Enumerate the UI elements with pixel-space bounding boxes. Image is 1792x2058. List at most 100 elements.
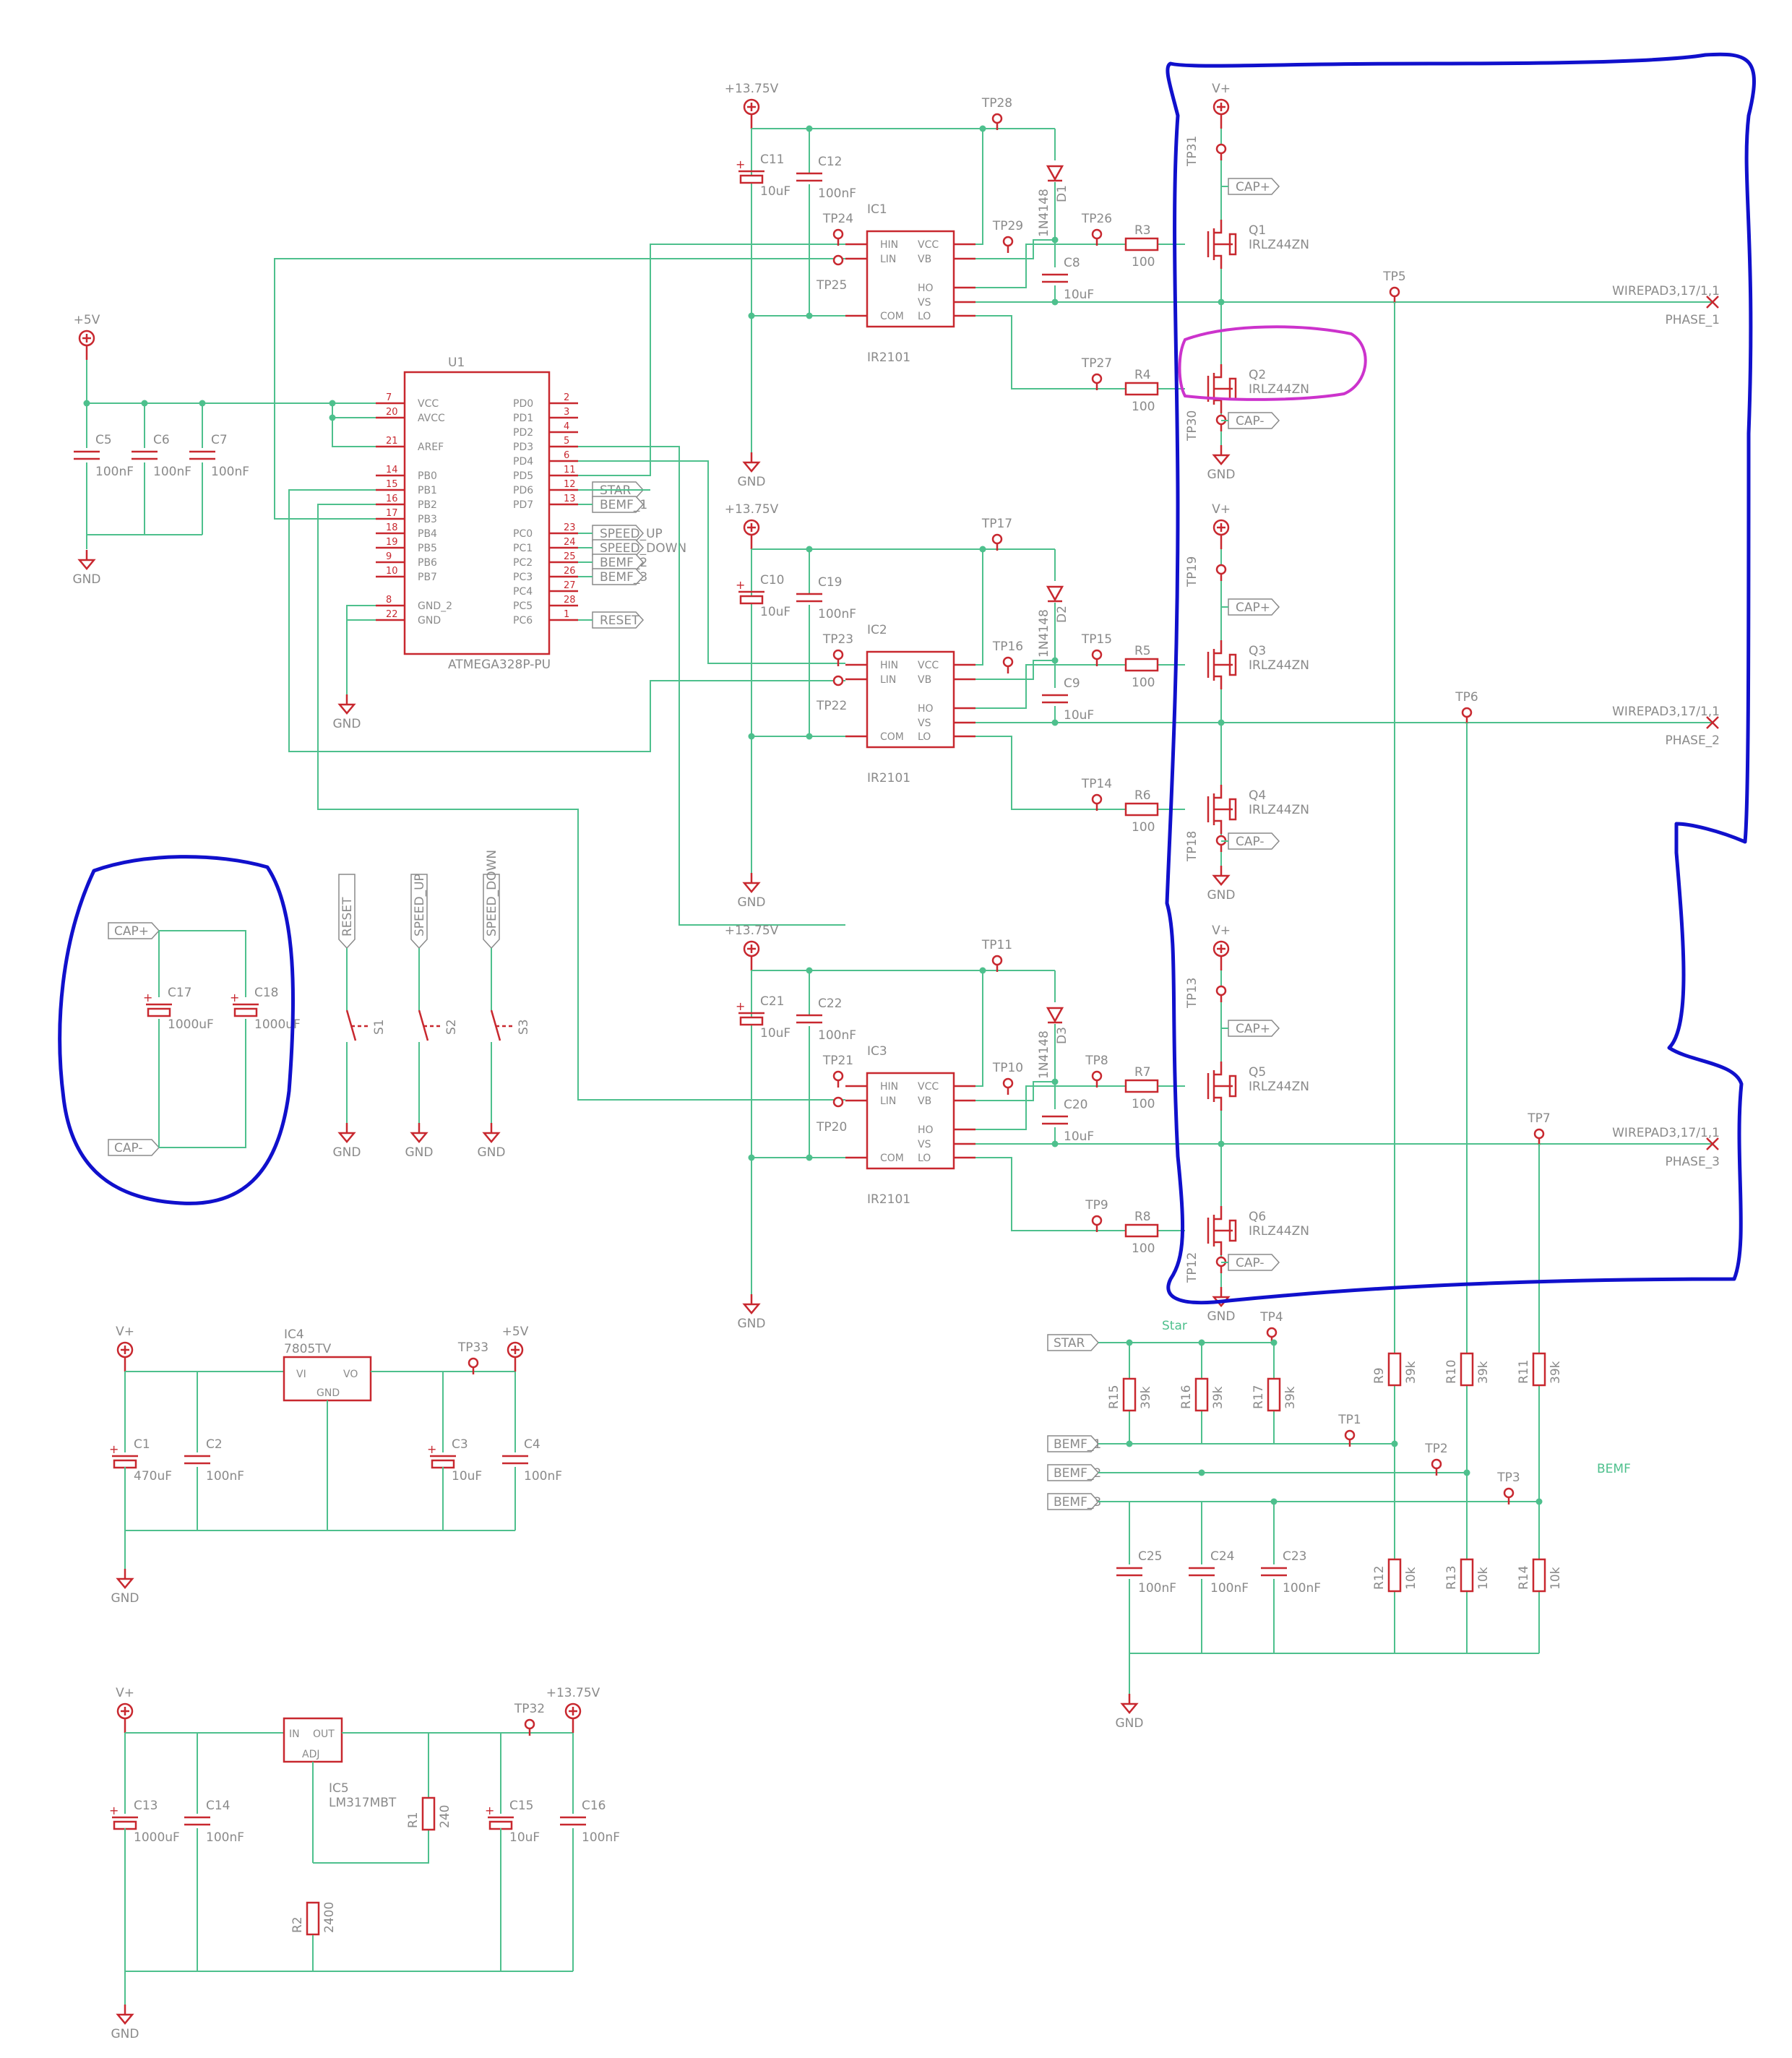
net-label-flag — [592, 496, 645, 513]
resistor-value: 100 — [1132, 820, 1155, 835]
test-point-label: TP14 — [1081, 777, 1112, 791]
capacitor-value: 10uF — [760, 605, 791, 619]
driver-pin-name: VCC — [918, 1081, 939, 1093]
electrolytic-plate — [739, 1016, 764, 1026]
mcu-pin-name: AREF — [418, 442, 444, 453]
junction-dot — [1051, 719, 1059, 726]
capacitor-ref: C9 — [1064, 676, 1080, 691]
capacitor-ref: C25 — [1138, 1549, 1163, 1564]
capacitor-value: 1000uF — [168, 1017, 214, 1032]
test-point-marker — [1091, 373, 1103, 384]
net-label-text: CAP- — [1236, 1256, 1265, 1270]
mcu-pin-name: PC3 — [513, 572, 533, 583]
reg13-part: LM317MBT — [329, 1796, 397, 1810]
wirepad-label: WIREPAD3,17/1,1 — [1612, 284, 1720, 298]
mcu-pin-number: 8 — [386, 595, 392, 606]
mcu-pin-number: 21 — [386, 436, 398, 447]
diode-triangle — [1046, 585, 1064, 602]
capacitor-value: 100nF — [95, 465, 134, 479]
test-point-label: TP3 — [1496, 1471, 1520, 1485]
resistor-value: 39k — [1283, 1386, 1298, 1409]
supply-label: +5V — [74, 313, 100, 327]
mcu-pin-name: PD1 — [513, 413, 533, 424]
vcc-wire — [975, 129, 983, 245]
mcu-pin-name: VCC — [418, 398, 439, 410]
mcu-pin-name: GND — [418, 615, 441, 627]
test-point-marker — [991, 113, 1003, 124]
ground-label: GND — [1116, 1716, 1144, 1731]
mcu-pin-number: 9 — [386, 551, 392, 562]
capacitor-ref: C1 — [134, 1437, 150, 1452]
wirepad-label: WIREPAD3,17/1,1 — [1612, 1126, 1720, 1140]
resistor-ref: R12 — [1372, 1566, 1387, 1590]
test-point-label: TP8 — [1085, 1054, 1108, 1068]
test-point-marker — [832, 1070, 844, 1082]
mosfet-ref: Q6 — [1249, 1210, 1266, 1224]
capacitor-ref: C10 — [760, 573, 785, 587]
ground-label: GND — [1207, 888, 1236, 903]
test-point-marker — [1503, 1487, 1515, 1499]
test-point-label: TP20 — [816, 1120, 847, 1135]
mcu-pin-number: 17 — [386, 508, 398, 519]
test-point-marker — [1091, 649, 1103, 660]
capacitor-value: 10uF — [1064, 288, 1094, 302]
net-label-text: SPEED_UP — [600, 527, 663, 541]
resistor-ref: R16 — [1179, 1385, 1194, 1409]
mcu-pin-name: PB7 — [418, 572, 437, 583]
mcu-pin-number: 5 — [564, 436, 569, 447]
bemf-title: BEMF — [1597, 1462, 1631, 1476]
resistor-value: 39k — [1476, 1361, 1491, 1384]
mcu-pin-number: 1 — [564, 609, 569, 620]
net-label-text: SPEED_DOWN — [600, 541, 686, 556]
net-label-text: STAR — [1054, 1336, 1085, 1351]
resistor-ref: R8 — [1134, 1210, 1151, 1224]
net-label-text: CAP- — [1236, 414, 1265, 429]
test-point-marker — [1002, 656, 1014, 668]
capacitor-polarity: + — [230, 991, 239, 1004]
capacitor-value: 470uF — [134, 1469, 172, 1484]
driver-pin-name: VS — [918, 1139, 931, 1150]
net-label-flag — [592, 611, 645, 629]
driver-ic-part: IR2101 — [867, 771, 910, 785]
driver-pin-name: HO — [918, 1124, 934, 1136]
wirepad-x — [1706, 1137, 1719, 1150]
resistor-value: 10k — [1404, 1567, 1418, 1590]
resistor-ref: R14 — [1517, 1566, 1531, 1590]
capacitor-value: 100nF — [582, 1830, 620, 1845]
test-point-label: TP17 — [981, 517, 1012, 531]
test-point-label: TP10 — [992, 1061, 1023, 1075]
resistor-value: 39k — [1548, 1361, 1563, 1384]
mosfet-source — [1214, 399, 1223, 413]
driver-pin-name: COM — [880, 311, 904, 322]
resistor-body — [1124, 658, 1159, 672]
mosfet-part: IRLZ44ZN — [1249, 1080, 1309, 1094]
switch-net-label: SPEED_UP — [413, 874, 427, 937]
mcu-pin-number: 10 — [386, 566, 398, 577]
signal-wire — [578, 446, 845, 926]
supply-label: V+ — [116, 1325, 134, 1339]
driver-pin-name: HO — [918, 703, 934, 715]
capacitor-ref: C4 — [524, 1437, 540, 1452]
capacitor-polarity: + — [736, 158, 745, 171]
mcu-pin-name: PB1 — [418, 485, 437, 496]
net-label-text: CAP+ — [1236, 1022, 1270, 1036]
mcu-pin-number: 24 — [564, 537, 576, 548]
switch-net-flag — [338, 874, 356, 950]
test-point-marker — [832, 228, 844, 240]
capacitor-ref: C20 — [1064, 1098, 1088, 1112]
net-label-text: BEMF_2 — [600, 556, 647, 570]
mosfet-part: IRLZ44ZN — [1249, 1224, 1309, 1239]
mosfet-diode — [1228, 1075, 1237, 1098]
mosfet-part: IRLZ44ZN — [1249, 382, 1309, 397]
resistor-ref: R2 — [290, 1916, 305, 1933]
mcu-pin-name: PD4 — [513, 456, 533, 468]
test-point-label: TP25 — [816, 278, 847, 293]
ground-symbol — [337, 1132, 356, 1143]
driver-ic-ref: IC1 — [867, 202, 887, 217]
vcc-wire — [975, 549, 983, 666]
ground-label: GND — [405, 1145, 434, 1160]
resistor-value: 100 — [1132, 400, 1155, 414]
capacitor-value: 100nF — [818, 607, 856, 621]
net-label-flag — [1228, 1254, 1280, 1271]
